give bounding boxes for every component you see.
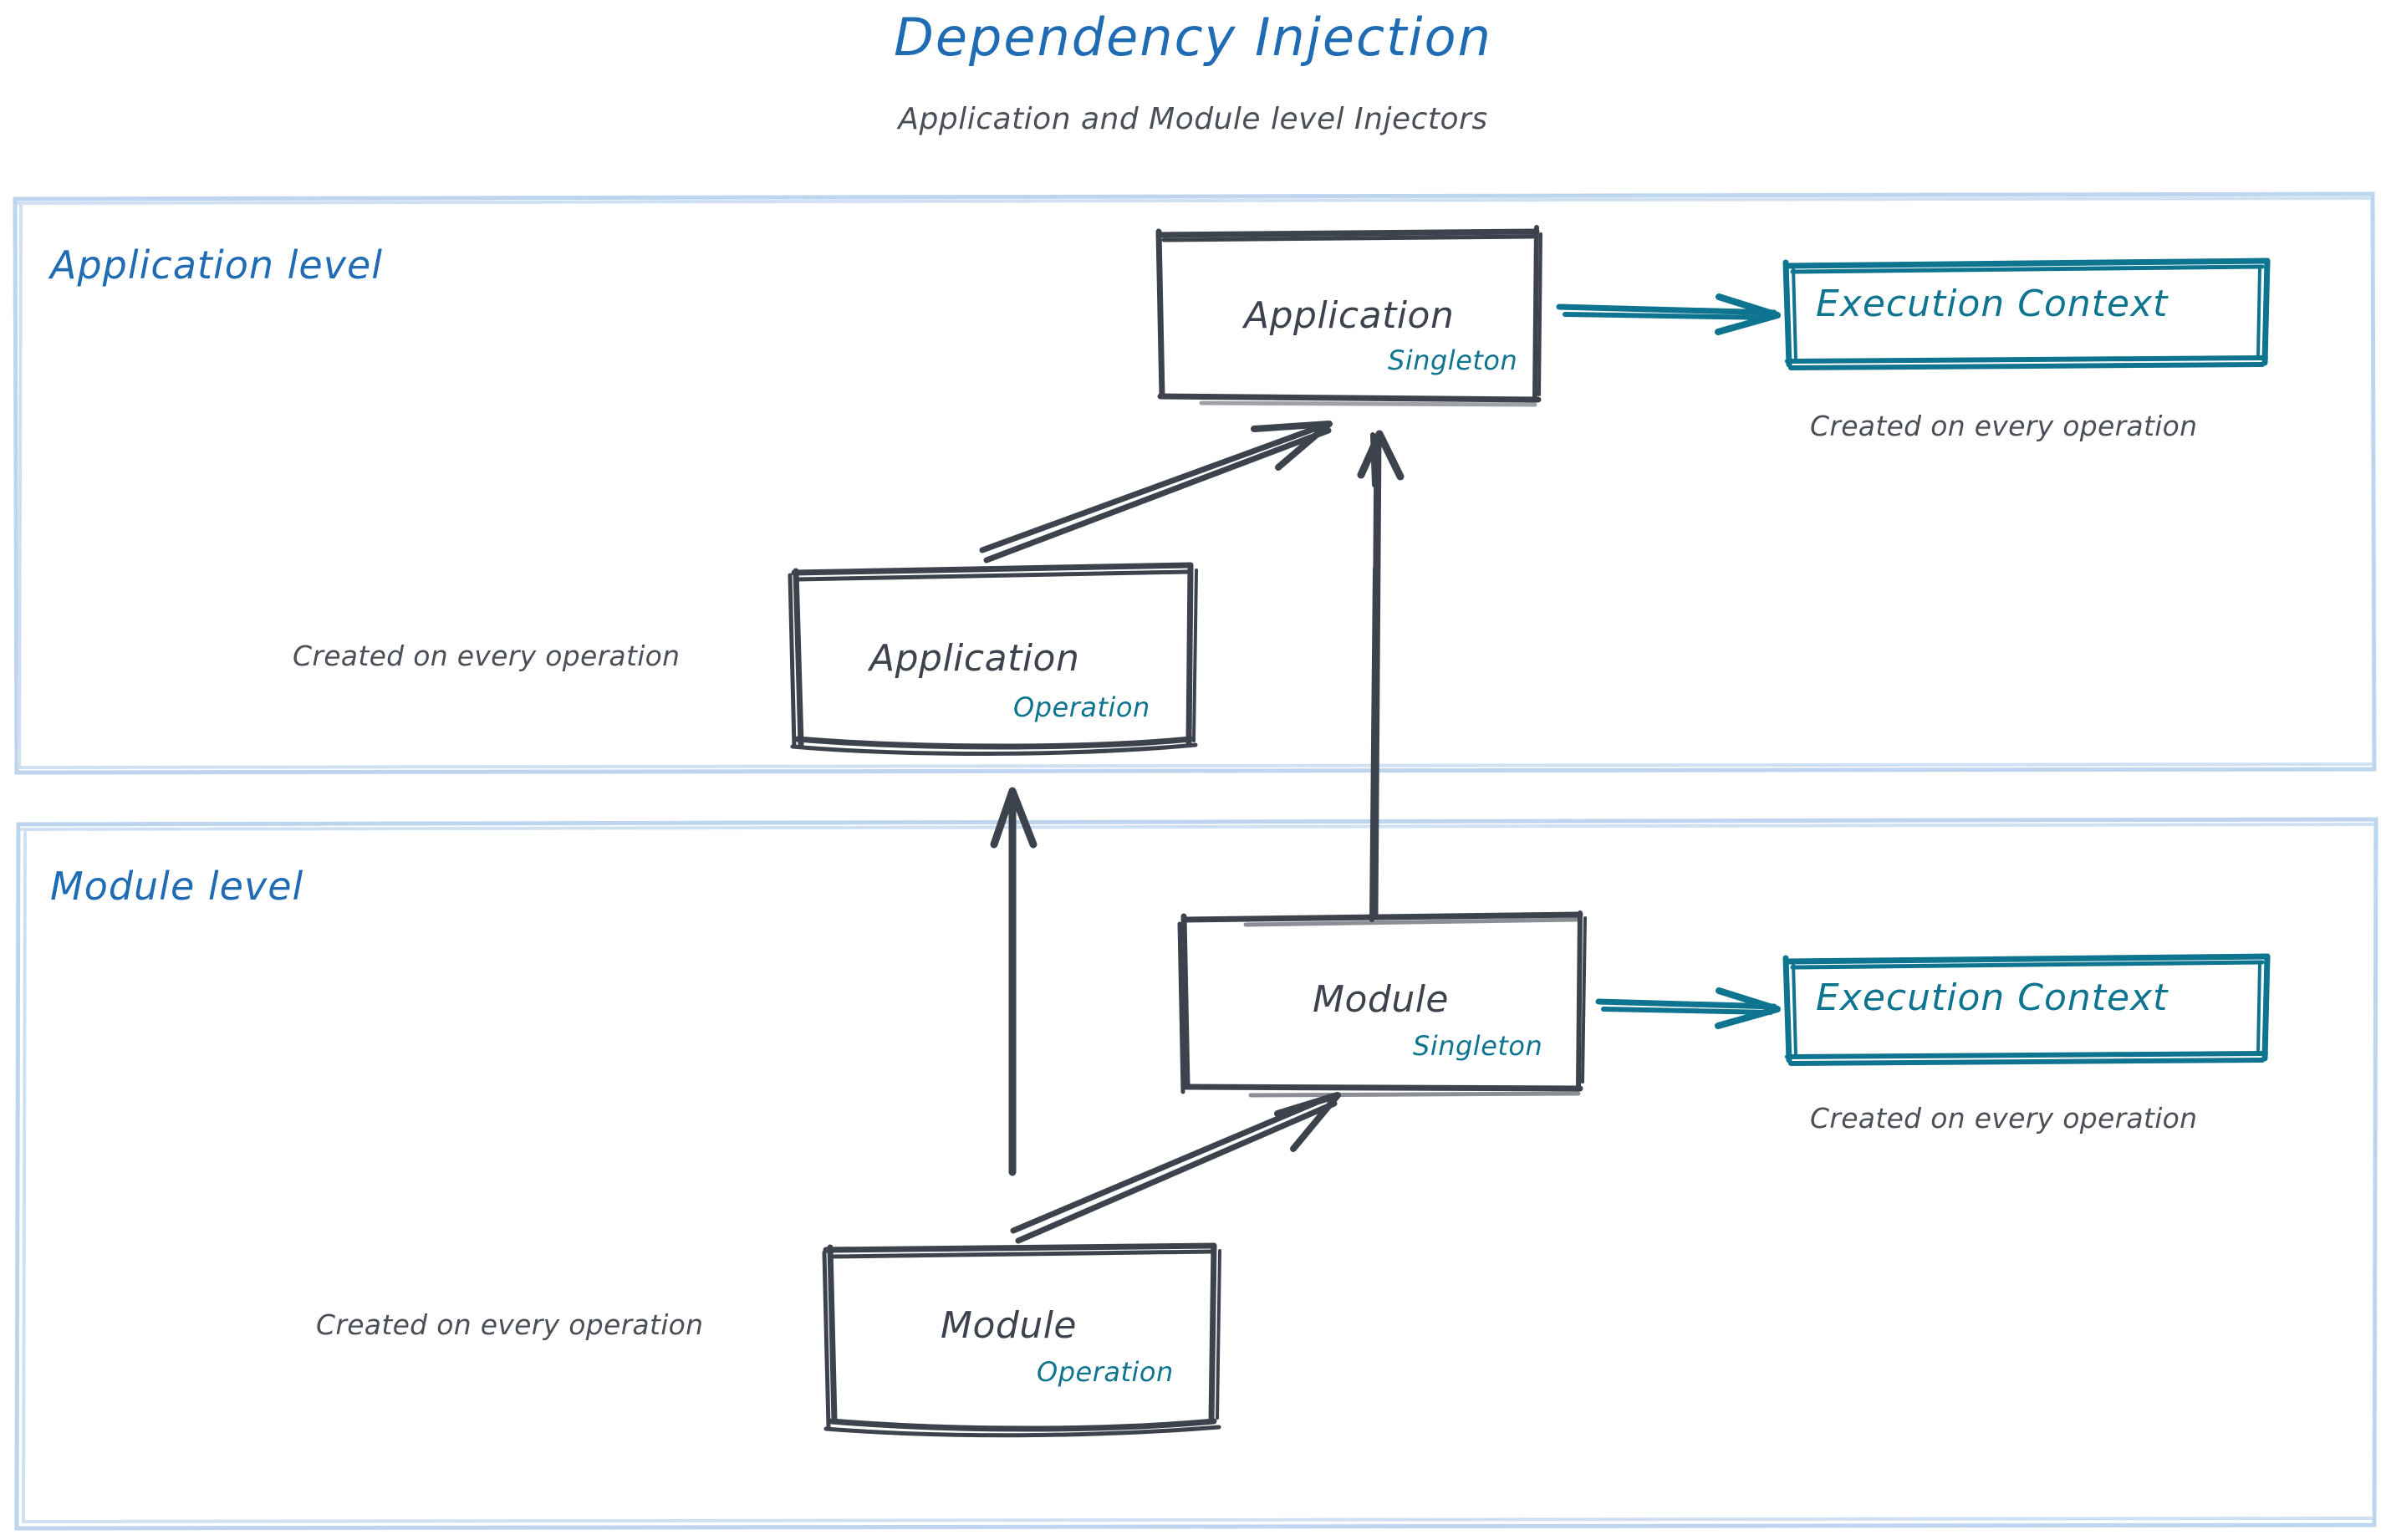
node-label-execution-context-application: Execution Context — [1816, 283, 2169, 325]
edge-module-singleton-to-app-singleton — [1357, 430, 1405, 922]
node-label-application-singleton: Application — [1244, 294, 1455, 337]
node-execution-context-module-box[interactable] — [1782, 953, 2271, 1066]
node-scope-application-operation: Operation — [1013, 691, 1150, 723]
caption-execution-context-application: Created on every operation — [1810, 410, 2198, 442]
node-application-singleton-box[interactable] — [1155, 225, 1542, 407]
node-application-operation-box[interactable] — [788, 562, 1198, 756]
edge-module-operation-to-app-operation — [990, 787, 1038, 1176]
node-scope-module-singleton: Singleton — [1413, 1030, 1543, 1062]
edge-app-singleton-to-execution-context — [1556, 293, 1781, 335]
node-label-execution-context-module: Execution Context — [1816, 977, 2169, 1019]
caption-module-operation: Created on every operation — [316, 1308, 704, 1341]
panel-title-module-level: Module level — [50, 864, 304, 909]
edge-app-operation-to-app-singleton — [979, 421, 1333, 563]
node-scope-application-singleton: Singleton — [1388, 344, 1518, 376]
node-label-application-operation: Application — [869, 637, 1080, 680]
panel-title-application-level: Application level — [50, 242, 384, 288]
edge-module-operation-to-module-singleton — [1010, 1092, 1341, 1244]
page-title: Dependency Injection — [894, 7, 1492, 68]
node-module-singleton-box[interactable] — [1177, 910, 1587, 1098]
edge-module-singleton-to-execution-context — [1595, 987, 1781, 1029]
panel-application-level — [13, 191, 2377, 775]
node-module-operation-box[interactable] — [822, 1242, 1221, 1438]
node-execution-context-application-box[interactable] — [1782, 258, 2271, 370]
node-scope-module-operation: Operation — [1037, 1356, 1174, 1388]
caption-application-operation: Created on every operation — [293, 640, 681, 672]
page-subtitle: Application and Module level Injectors — [898, 102, 1488, 136]
caption-execution-context-module: Created on every operation — [1810, 1102, 2198, 1135]
node-label-module-singleton: Module — [1313, 978, 1449, 1021]
node-label-module-operation: Module — [941, 1304, 1077, 1347]
panel-module-level — [14, 817, 2378, 1531]
